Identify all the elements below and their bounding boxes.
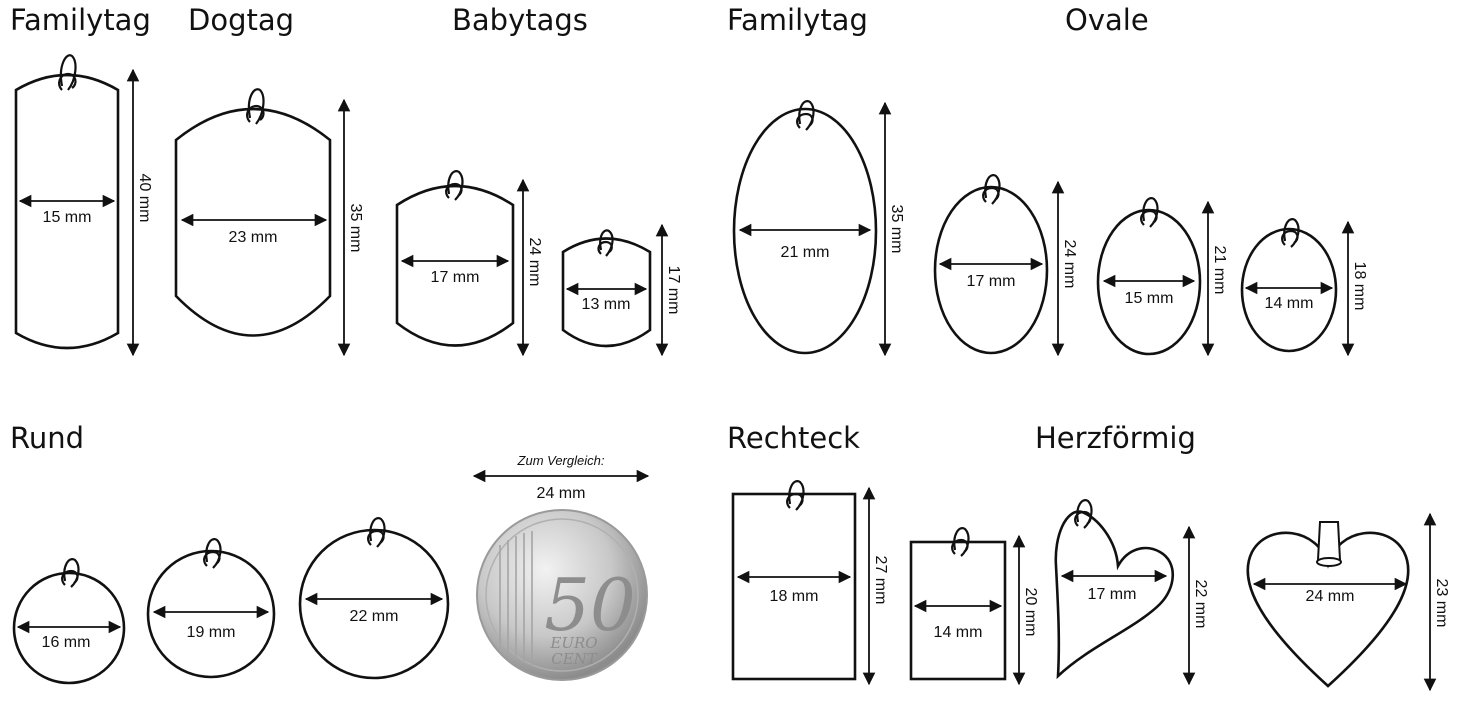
comparison-size-label: 24 mm (537, 485, 586, 502)
title-babytags: Babytags (452, 3, 588, 37)
oval-tag-1: 21 mm 35 mm (732, 100, 905, 357)
oval-tag-3: 15 mm 21 mm (1096, 197, 1228, 357)
heart-tag-slanted: 17 mm 22 mm (1054, 499, 1209, 686)
heart-bail-icon (1316, 521, 1342, 561)
coin-text-euro: EURO (549, 634, 597, 652)
familytag-tag: 15 mm 40 mm (14, 54, 153, 357)
dogtag-height-label: 35 mm (347, 204, 364, 253)
babytag-small: 13 mm 17 mm (561, 223, 682, 357)
familytag-height-label: 40 mm (136, 174, 153, 223)
rectangle-tag-2: 14 mm 20 mm (909, 527, 1039, 686)
familytag-width-label: 15 mm (43, 209, 92, 226)
comparison-label: Zum Vergleich: (517, 453, 605, 468)
heart-2-width-label: 24 mm (1306, 588, 1355, 605)
oval-2-width-label: 17 mm (967, 273, 1016, 290)
oval-4-height-label: 18 mm (1351, 262, 1368, 311)
round-tag-3: 22 mm (298, 517, 450, 680)
oval-tag-2: 17 mm 24 mm (933, 174, 1078, 357)
babytag-small-width-label: 13 mm (582, 296, 631, 313)
title-rund: Rund (10, 421, 84, 455)
oval-1-width-label: 21 mm (781, 244, 830, 261)
babytag-large-width-label: 17 mm (431, 269, 480, 286)
oval-4-width-label: 14 mm (1265, 295, 1314, 312)
babytag-small-height-label: 17 mm (665, 266, 682, 315)
babytag-large: 17 mm 24 mm (395, 170, 543, 357)
babytag-large-height-label: 24 mm (526, 238, 543, 287)
heart-1-height-label: 22 mm (1192, 580, 1209, 629)
oval-tag-4: 14 mm 18 mm (1240, 218, 1368, 357)
title-ovale: Ovale (1065, 3, 1149, 37)
round-1-width-label: 16 mm (42, 634, 91, 651)
oval-1-height-label: 35 mm (888, 205, 905, 254)
title-herzfoermig: Herzförmig (1035, 421, 1196, 455)
coin-text-cent: CENT (551, 650, 598, 668)
heart-2-height-label: 23 mm (1433, 579, 1450, 628)
round-3-width-label: 22 mm (350, 608, 399, 625)
rectangle-2-width-label: 14 mm (934, 624, 983, 641)
round-tag-2: 19 mm (146, 538, 276, 679)
rectangle-1-height-label: 27 mm (872, 556, 889, 605)
coin-comparison: Zum Vergleich: 24 mm 50 EURO CENT (472, 453, 650, 681)
round-tag-1: 16 mm (12, 558, 126, 685)
title-rechteck: Rechteck (727, 421, 860, 455)
dogtag-width-label: 23 mm (229, 229, 278, 246)
coin-value: 50 (544, 563, 636, 647)
rectangle-2-height-label: 20 mm (1022, 588, 1039, 637)
title-familytag-oval: Familytag (727, 3, 868, 37)
heart-1-width-label: 17 mm (1088, 586, 1137, 603)
rectangle-tag-1: 18 mm 27 mm (731, 480, 889, 686)
heart-tag-classic: 24 mm 23 mm (1246, 512, 1450, 692)
title-dogtag: Dogtag (188, 3, 294, 37)
rectangle-1-width-label: 18 mm (770, 588, 819, 605)
oval-3-height-label: 21 mm (1211, 246, 1228, 295)
round-2-width-label: 19 mm (187, 624, 236, 641)
oval-2-height-label: 24 mm (1061, 240, 1078, 289)
dogtag-tag: 23 mm 35 mm (174, 88, 364, 357)
coin-50-cent-icon (476, 509, 648, 681)
oval-3-width-label: 15 mm (1125, 290, 1174, 307)
title-familytag: Familytag (10, 3, 151, 37)
